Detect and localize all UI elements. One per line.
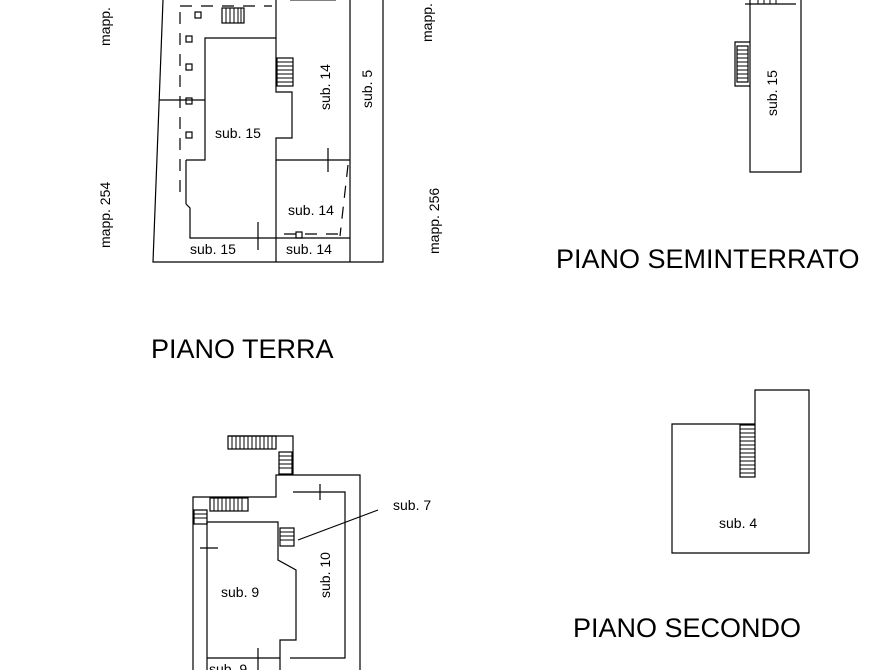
label-sub-9: sub. 9: [221, 584, 259, 600]
label-sub-15: sub. 15: [764, 70, 780, 116]
mapp-label: mapp.: [419, 3, 435, 42]
label-sub-14: sub. 14: [317, 64, 333, 110]
label-sub-15: sub. 15: [215, 125, 261, 141]
stair-icon: [739, 424, 756, 478]
stair-icon: [736, 45, 749, 83]
stair-icon: [276, 57, 294, 87]
plan-piano-seminterrato: sub. 15 PIANO SEMINTERRATO: [556, 0, 860, 274]
mapp-label: mapp. 254: [97, 182, 113, 248]
label-sub-7: sub. 7: [393, 497, 431, 513]
stair-icon: [193, 497, 249, 525]
label-sub-10: sub. 10: [317, 552, 333, 598]
stair-icon: [227, 435, 294, 475]
plan-title: PIANO SEMINTERRATO: [556, 244, 860, 274]
stair-icon: [279, 527, 295, 547]
mapp-label: mapp. 256: [426, 188, 442, 254]
stair-icon: [745, 0, 796, 5]
plan-piano-terra: sub. 15 sub. 14 sub. 5 sub. 14 sub. 15 s…: [97, 0, 442, 364]
plan-title: PIANO TERRA: [151, 334, 334, 364]
label-sub-4: sub. 4: [719, 515, 757, 531]
label-sub-15: sub. 15: [190, 241, 236, 257]
stair-icon: [221, 7, 245, 24]
plan-piano-secondo: sub. 4 PIANO SECONDO: [573, 389, 810, 643]
mapp-label: mapp.: [97, 7, 113, 46]
plan-title: PIANO SECONDO: [573, 613, 801, 643]
label-sub-14: sub. 14: [288, 202, 334, 218]
label-sub-14: sub. 14: [286, 241, 332, 257]
plan-piano-primo: sub. 7 sub. 9 sub. 10 sub. 9: [192, 435, 431, 670]
label-sub-9: sub. 9: [209, 661, 247, 670]
label-sub-5: sub. 5: [359, 70, 375, 108]
